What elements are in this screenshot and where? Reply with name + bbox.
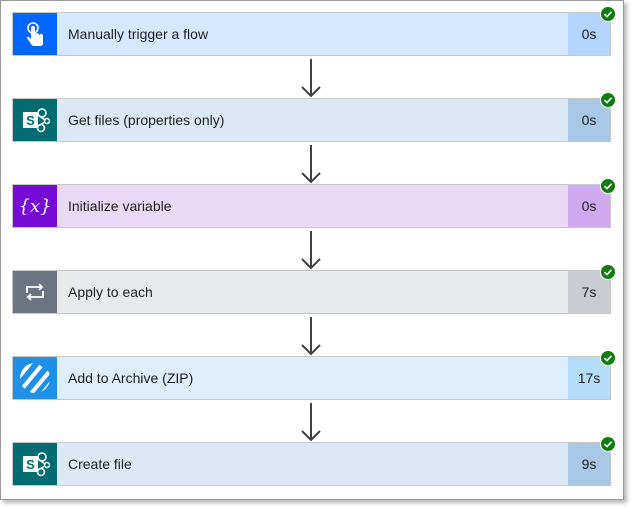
success-check-icon — [600, 436, 616, 452]
step-title: Create file — [68, 456, 132, 472]
svg-text:S: S — [26, 457, 35, 472]
touch-trigger-icon — [27, 22, 43, 46]
step-duration: 0s — [568, 185, 610, 227]
step-duration: 0s — [568, 13, 610, 55]
success-check-icon — [600, 6, 616, 22]
step-title: Initialize variable — [68, 198, 172, 214]
step-title: Get files (properties only) — [68, 112, 225, 128]
step-icon-container — [13, 357, 57, 399]
svg-text:{x}: {x} — [18, 196, 51, 217]
step-create-file[interactable]: S Create file 9s — [12, 436, 616, 486]
step-title: Manually trigger a flow — [68, 26, 209, 42]
loop-icon — [26, 283, 44, 301]
step-title: Add to Archive (ZIP) — [68, 370, 194, 386]
step-title: Apply to each — [68, 284, 153, 300]
success-check-icon — [600, 350, 616, 366]
sharepoint-icon: S — [23, 452, 50, 477]
step-initialize-variable[interactable]: {x} Initialize variable 0s — [12, 178, 616, 228]
success-check-icon — [600, 264, 616, 280]
success-check-icon — [600, 178, 616, 194]
arrow-down-icon — [301, 317, 321, 356]
step-icon-container: S — [13, 99, 57, 141]
step-icon-container: S — [13, 443, 57, 485]
step-apply-to-each[interactable]: Apply to each 7s — [12, 264, 616, 314]
variable-icon: {x} — [18, 196, 51, 217]
arrow-down-icon — [301, 145, 321, 184]
svg-text:S: S — [26, 113, 35, 128]
flow-run-canvas: Manually trigger a flow 0s S Get files (… — [0, 0, 624, 500]
step-icon-container — [13, 13, 57, 55]
step-duration: 17s — [568, 357, 610, 399]
step-icon-container — [13, 271, 57, 313]
arrow-down-icon — [301, 403, 321, 442]
step-manually-trigger-a-flow[interactable]: Manually trigger a flow 0s — [12, 6, 616, 56]
step-icon-container: {x} — [13, 185, 57, 227]
step-add-to-archive-zip[interactable]: Add to Archive (ZIP) 17s — [12, 350, 616, 400]
step-get-files[interactable]: S Get files (properties only) 0s — [12, 92, 616, 142]
arrow-down-icon — [301, 231, 321, 270]
success-check-icon — [600, 92, 616, 108]
arrow-down-icon — [301, 59, 321, 98]
sharepoint-icon: S — [23, 108, 50, 133]
encodian-icon — [20, 363, 50, 393]
